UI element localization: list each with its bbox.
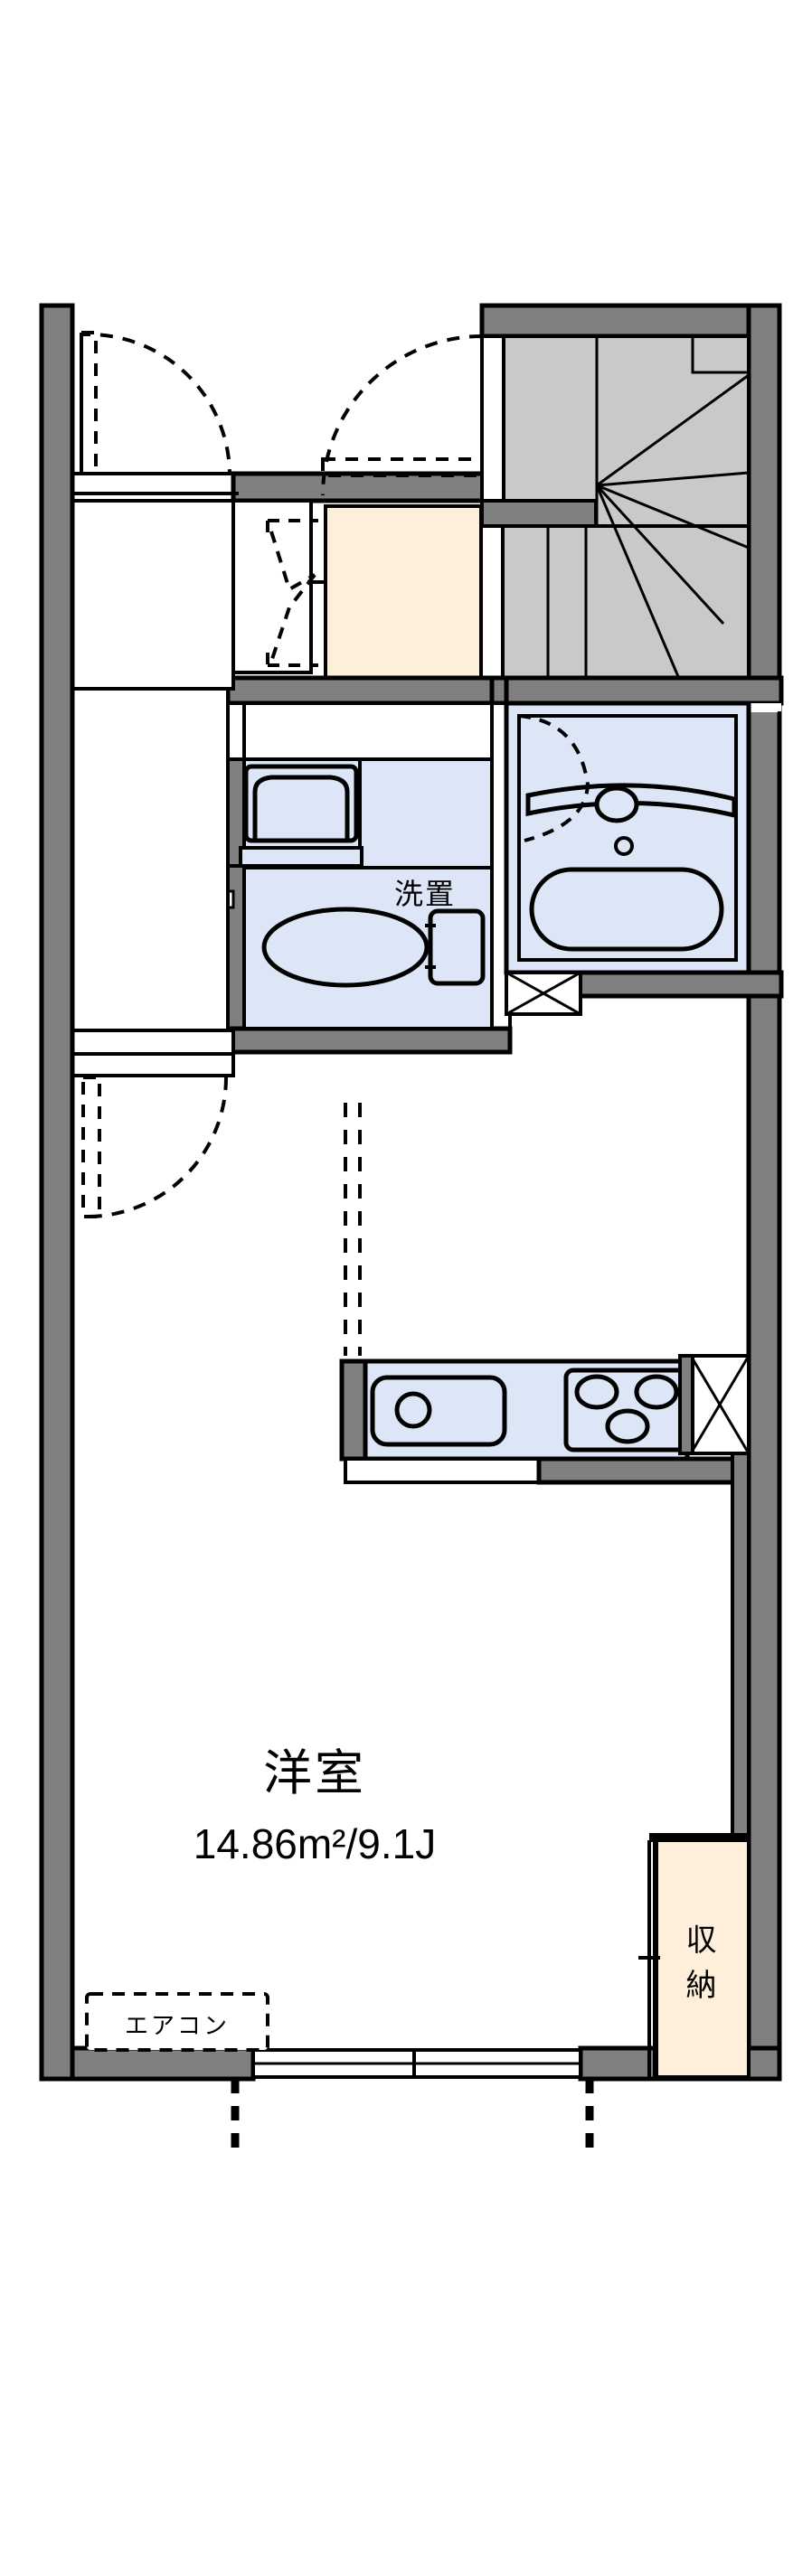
toilet-icon	[261, 907, 486, 988]
entry-door-leaf-left	[80, 331, 98, 475]
left-exterior-wall	[39, 303, 75, 2082]
closet-label-line1: 収	[686, 1923, 718, 1958]
laundry-label: 洗置	[394, 878, 456, 910]
closet-label-line2: 納	[686, 1969, 718, 2003]
staircase	[480, 334, 751, 700]
storage-closet	[638, 1833, 751, 2079]
kitchen-counter	[339, 1103, 751, 1485]
south-window	[231, 2048, 594, 2148]
hall-stair-partition	[480, 334, 505, 503]
aircon-label: エアコン	[125, 2012, 230, 2039]
genkan-shoe-closet	[324, 504, 483, 680]
main-room-name: 洋室	[263, 1746, 366, 1800]
folding-door-shoe-closet	[266, 519, 327, 667]
unit-bath	[504, 675, 784, 1016]
hall-corridor	[71, 499, 235, 1032]
entry-door-swing-left	[80, 333, 231, 476]
washbasin-vanity-icon	[239, 764, 364, 868]
aircon-box	[85, 1992, 269, 2052]
main-room-area: 14.86m²/9.1J	[194, 1820, 436, 1867]
door-swing-left-lower	[81, 1076, 228, 1218]
